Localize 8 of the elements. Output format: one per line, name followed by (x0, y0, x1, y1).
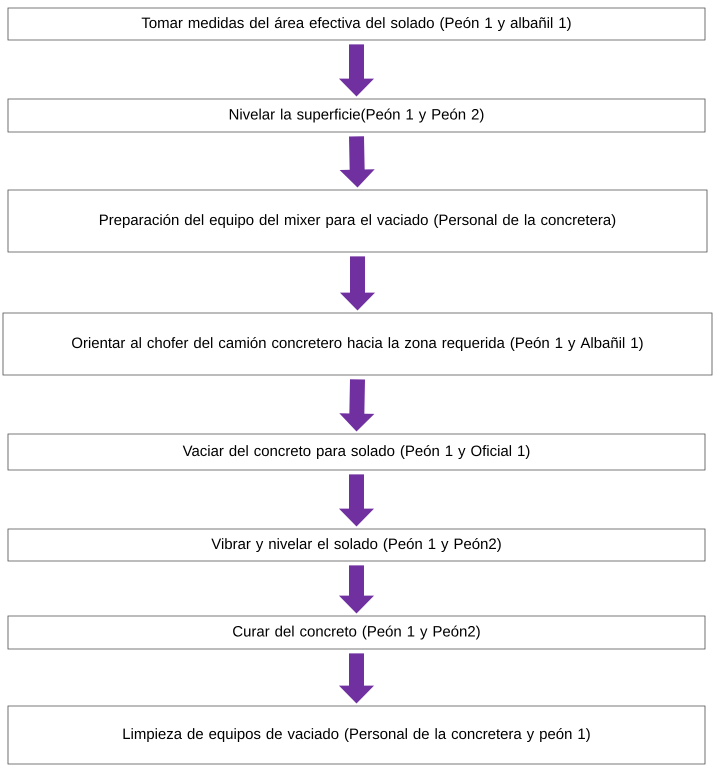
process-box: Curar del concreto (Peón 1 y Peón2) (8, 616, 706, 650)
process-box: Orientar al chofer del camión concretero hacia la zona requerida (Peón 1 y Albañil 1) (2, 312, 712, 376)
process-box: Tomar medidas del área efectiva del solado (Peón 1 y albañil 1) (8, 8, 706, 40)
process-box: Nivelar la superficie(Peón 1 y Peón 2) (8, 98, 706, 132)
process-box: Vibrar y nivelar el solado (Peón 1 y Peón2) (8, 528, 706, 562)
process-box: Limpieza de equipos de vaciado (Personal de la concretera y peón 1) (8, 706, 706, 764)
process-box: Vaciar del concreto para solado (Peón 1 y Oficial 1) (8, 434, 706, 470)
process-box: Preparación del equipo del mixer para el vaciado (Personal de la concretera) (8, 190, 708, 252)
